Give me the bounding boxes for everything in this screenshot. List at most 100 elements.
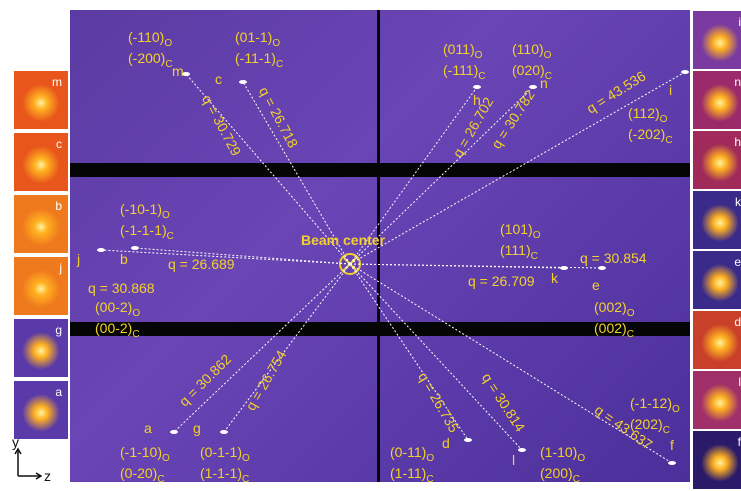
spot-thumbnail-e: e bbox=[692, 250, 741, 310]
cubic-subscript: C bbox=[662, 424, 670, 436]
diffraction-spot-h bbox=[473, 85, 481, 89]
cubic-index: (-1-1-1) bbox=[120, 221, 167, 238]
miller-indices-b: (-10-1)O(-1-1-1)C bbox=[120, 202, 174, 244]
spot-thumbnail-c: c bbox=[13, 132, 69, 192]
cubic-index: (-111) bbox=[443, 61, 479, 78]
spot-label-i: i bbox=[669, 82, 673, 98]
cubic-subscript: C bbox=[275, 58, 284, 70]
q-value-k: q = 26.709 bbox=[468, 273, 535, 289]
cubic-index: (111) bbox=[500, 241, 531, 258]
cubic-index: (-202) bbox=[628, 125, 666, 142]
thumbnail-label: l bbox=[738, 375, 741, 389]
orthorhombic-index: (-110) bbox=[128, 29, 165, 45]
spot-label-h: h bbox=[473, 92, 481, 108]
cubic-subscript: C bbox=[478, 70, 486, 82]
cubic-subscript: C bbox=[426, 473, 434, 485]
thumbnail-label: i bbox=[738, 15, 741, 29]
diffraction-spot-f bbox=[668, 461, 676, 465]
miller-indices-h: (011)O(-111)C bbox=[443, 42, 486, 84]
spot-label-d: d bbox=[442, 435, 450, 451]
axes-indicator: y z bbox=[12, 434, 68, 486]
detector-gap-top bbox=[70, 163, 690, 177]
orthorhombic-index: (-1-12) bbox=[630, 395, 673, 411]
orthorhombic-index: (-10-1) bbox=[120, 201, 163, 217]
thumbnail-label: m bbox=[52, 75, 62, 89]
orthorhombic-index: (110) bbox=[512, 41, 544, 57]
scattering-vector-f bbox=[349, 263, 673, 464]
q-value-b: q = 26.689 bbox=[168, 256, 235, 272]
orthorhombic-subscript: O bbox=[672, 403, 680, 415]
diffraction-spot-m bbox=[182, 72, 190, 76]
beam-center-label: Beam center bbox=[301, 232, 386, 248]
miller-indices-a: (-1-10)O(0-20)C bbox=[120, 445, 170, 487]
spot-label-a: a bbox=[144, 420, 152, 436]
miller-indices-g: (0-1-1)O(1-1-1)C bbox=[200, 445, 250, 487]
cubic-index: (1-11) bbox=[390, 464, 427, 481]
miller-indices-l: (1-10)O (200)C bbox=[540, 445, 585, 487]
orthorhombic-subscript: O bbox=[132, 307, 141, 319]
diffraction-spot-k bbox=[560, 266, 568, 270]
spot-label-l: l bbox=[512, 452, 516, 468]
spot-thumbnail-d: d bbox=[692, 310, 741, 370]
orthorhombic-index: (112) bbox=[628, 105, 660, 121]
cubic-index: (202) bbox=[630, 415, 663, 432]
cubic-subscript: C bbox=[572, 473, 580, 485]
miller-indices-n: (110)O(020)C bbox=[512, 42, 552, 84]
orthorhombic-index: (1-10) bbox=[540, 444, 578, 460]
cubic-index: (-200) bbox=[128, 49, 166, 66]
orthorhombic-subscript: O bbox=[577, 452, 586, 464]
orthorhombic-index: (101) bbox=[500, 221, 533, 237]
thumbnail-label: g bbox=[55, 323, 62, 337]
diffraction-spot-l bbox=[518, 448, 526, 452]
detector-gap-bottom bbox=[70, 322, 690, 336]
cubic-subscript: C bbox=[157, 473, 165, 485]
cubic-index: (002) bbox=[594, 319, 627, 336]
detector-image bbox=[70, 10, 690, 482]
spot-label-j: j bbox=[77, 251, 81, 267]
spot-label-n: n bbox=[540, 75, 548, 91]
cubic-subscript: C bbox=[544, 70, 552, 82]
orthorhombic-subscript: O bbox=[162, 452, 170, 464]
spot-thumbnail-j: j bbox=[13, 256, 69, 316]
cubic-index: (020) bbox=[512, 61, 545, 78]
spot-thumbnail-l: l bbox=[692, 370, 741, 430]
orthorhombic-subscript: O bbox=[162, 209, 170, 221]
orthorhombic-subscript: O bbox=[532, 229, 541, 241]
spot-thumbnail-a: a bbox=[13, 380, 69, 440]
orthorhombic-subscript: O bbox=[164, 37, 173, 49]
spot-label-m: m bbox=[172, 63, 184, 79]
diffraction-spot-j bbox=[97, 248, 105, 252]
cubic-subscript: C bbox=[165, 58, 173, 70]
orthorhombic-subscript: O bbox=[242, 452, 250, 464]
spot-label-e: e bbox=[592, 277, 600, 293]
scattering-vector-g bbox=[223, 263, 351, 433]
miller-indices-f: (-1-12)O (202)C bbox=[630, 396, 680, 438]
orthorhombic-subscript: O bbox=[474, 49, 483, 61]
spot-thumbnail-g: g bbox=[13, 318, 69, 378]
diffraction-spot-i bbox=[681, 70, 689, 74]
spot-thumbnail-k: k bbox=[692, 190, 741, 250]
spot-thumbnail-i: i bbox=[692, 10, 741, 70]
thumbnail-label: d bbox=[734, 315, 741, 329]
diffraction-spot-a bbox=[170, 430, 178, 434]
scattering-vector-i bbox=[349, 71, 686, 265]
cubic-subscript: C bbox=[132, 328, 140, 340]
spot-label-f: f bbox=[670, 437, 674, 453]
diffraction-spot-c bbox=[239, 80, 247, 84]
scattering-vector-h bbox=[349, 86, 478, 265]
thumbnail-label: e bbox=[734, 255, 741, 269]
cubic-index: (00-2) bbox=[95, 319, 133, 336]
spot-thumbnail-n: n bbox=[692, 70, 741, 130]
miller-indices-j: (00-2)O(00-2)C bbox=[95, 300, 140, 342]
thumbnail-label: f bbox=[737, 435, 741, 449]
spot-label-c: c bbox=[215, 71, 222, 87]
cubic-index: (-11-1) bbox=[235, 49, 276, 66]
thumbnail-label: a bbox=[55, 385, 62, 399]
cubic-index: (200) bbox=[540, 464, 573, 481]
thumbnail-label: c bbox=[56, 137, 62, 151]
orthorhombic-subscript: O bbox=[659, 113, 668, 125]
miller-indices-e: (002)O(002)C bbox=[594, 300, 634, 342]
q-value-j: q = 30.868 bbox=[88, 280, 155, 296]
orthorhombic-index: (00-2) bbox=[95, 299, 133, 315]
